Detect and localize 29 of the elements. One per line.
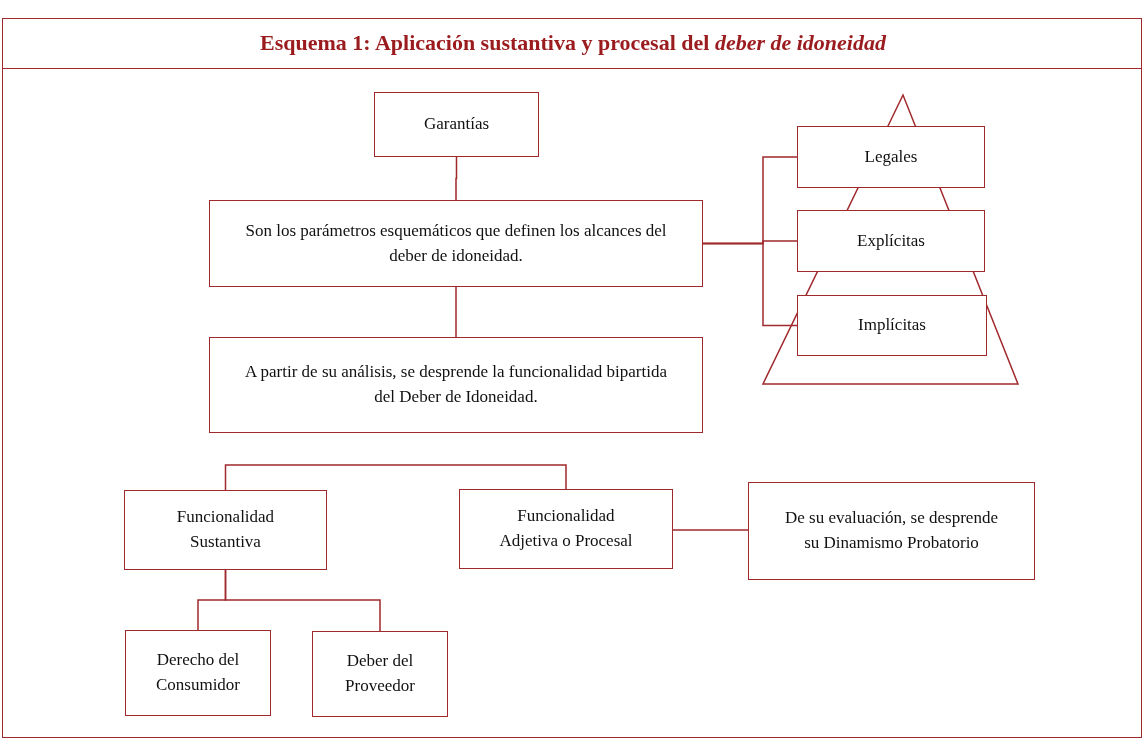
connector-line	[455, 286, 457, 338]
text-box	[797, 295, 987, 356]
box-text: Deber del Proveedor	[344, 650, 416, 697]
box-text: Garantías	[423, 113, 490, 136]
connector-line	[224, 569, 381, 632]
connector-line	[702, 242, 798, 327]
connector-line	[672, 529, 749, 531]
box-text: Son los parámetros esquemáticos que definen los alcances del deber de idoneidad.	[244, 219, 668, 267]
box-text: Implícitas	[858, 314, 926, 337]
text-box	[797, 126, 985, 188]
text-box	[209, 200, 703, 287]
text-box	[125, 630, 271, 716]
connector-line	[224, 464, 567, 491]
box-text: Explícitas	[857, 229, 925, 252]
box-text: Funcionalidad Adjetiva o Procesal	[498, 505, 634, 552]
text-box	[124, 490, 327, 570]
connector-line	[455, 156, 458, 201]
box-text: Funcionalidad Sustantiva	[175, 506, 276, 553]
box-text: Derecho del Consumidor	[154, 649, 242, 696]
box-text: A partir de su análisis, se desprende la funcionalidad bipartida del Deber de Idoneidad.	[243, 361, 668, 408]
text-box	[312, 631, 448, 717]
text-box	[209, 337, 703, 433]
box-text: De su evaluación, se desprende su Dinamismo Probatorio	[784, 507, 999, 554]
text-box	[748, 482, 1035, 580]
text-box	[374, 92, 539, 157]
text-box	[459, 489, 673, 569]
box-text: Legales	[864, 145, 918, 168]
diagram-title: Esquema 1: Aplicación sustantiva y procesal del deber de idoneidad	[259, 30, 888, 56]
text-box	[797, 210, 985, 272]
